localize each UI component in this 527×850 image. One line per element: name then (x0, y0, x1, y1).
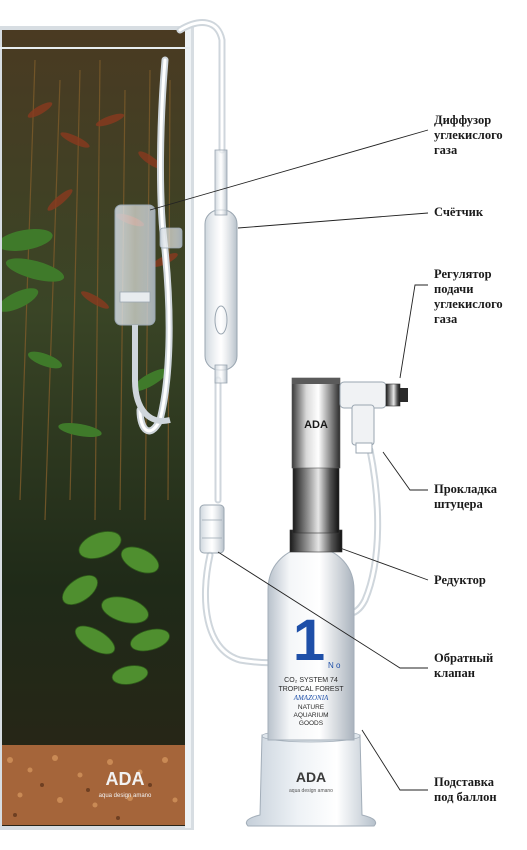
bottle-text-3: AMAZONIA (293, 694, 329, 702)
plant-leaves-red (27, 102, 178, 309)
bottle-text-1: CO₂ SYSTEM 74 (284, 677, 338, 684)
bubble-counter (204, 149, 238, 384)
co2-diffuser (114, 204, 183, 424)
co2-bottle: 1 N o CO₂ SYSTEM 74 TROPICAL FOREST AMAZ… (267, 547, 355, 741)
tank-logo: ADA (106, 769, 145, 789)
broadleaf-plant (62, 531, 170, 685)
label-gasket: Прокладка штуцера (434, 482, 497, 511)
callout-line-reducer (339, 547, 429, 581)
callout-line-check-valve (217, 551, 428, 669)
plant-leaves-green (0, 229, 168, 438)
bottle-text-5: AQUARIUM (293, 712, 328, 719)
regulator-head: ADA (291, 377, 341, 469)
callout-lines (149, 129, 429, 791)
bottle-text-2: TROPICAL FOREST (278, 686, 344, 693)
fitting-gasket (355, 442, 373, 454)
callout-line-regulator (399, 284, 428, 379)
label-regulator: Регулятор подачи углекислого газа (434, 267, 503, 326)
bottle-stand: ADA aqua design amano (245, 729, 377, 827)
bottle-no: N o (328, 661, 341, 670)
tank-logo-sub: aqua design amano (99, 793, 152, 799)
callout-line-diffuser (149, 129, 429, 211)
label-counter: Счётчик (434, 205, 484, 219)
gravel-bed (0, 745, 190, 825)
regulator-logo: ADA (304, 419, 328, 431)
stand-logo-sub: aqua design amano (289, 788, 333, 794)
label-check-valve: Обратный клапан (434, 651, 494, 680)
callout-line-stand (361, 729, 428, 791)
stand-logo: ADA (296, 769, 326, 785)
callout-line-counter (237, 212, 429, 229)
label-stand: Подставка под баллон (434, 775, 497, 804)
label-reducer: Редуктор (434, 573, 486, 587)
needle-valve (339, 381, 408, 446)
bottle-text-6: GOODS (299, 720, 324, 727)
bottle-text-4: NATURE (298, 704, 325, 711)
bottle-number: 1 (293, 608, 325, 673)
check-valve (199, 504, 225, 554)
label-diffuser: Диффузор углекислого газа (434, 113, 503, 157)
callout-line-gasket (382, 451, 428, 491)
tank-glass-frame (0, 26, 194, 830)
pressure-reducer (289, 464, 343, 553)
